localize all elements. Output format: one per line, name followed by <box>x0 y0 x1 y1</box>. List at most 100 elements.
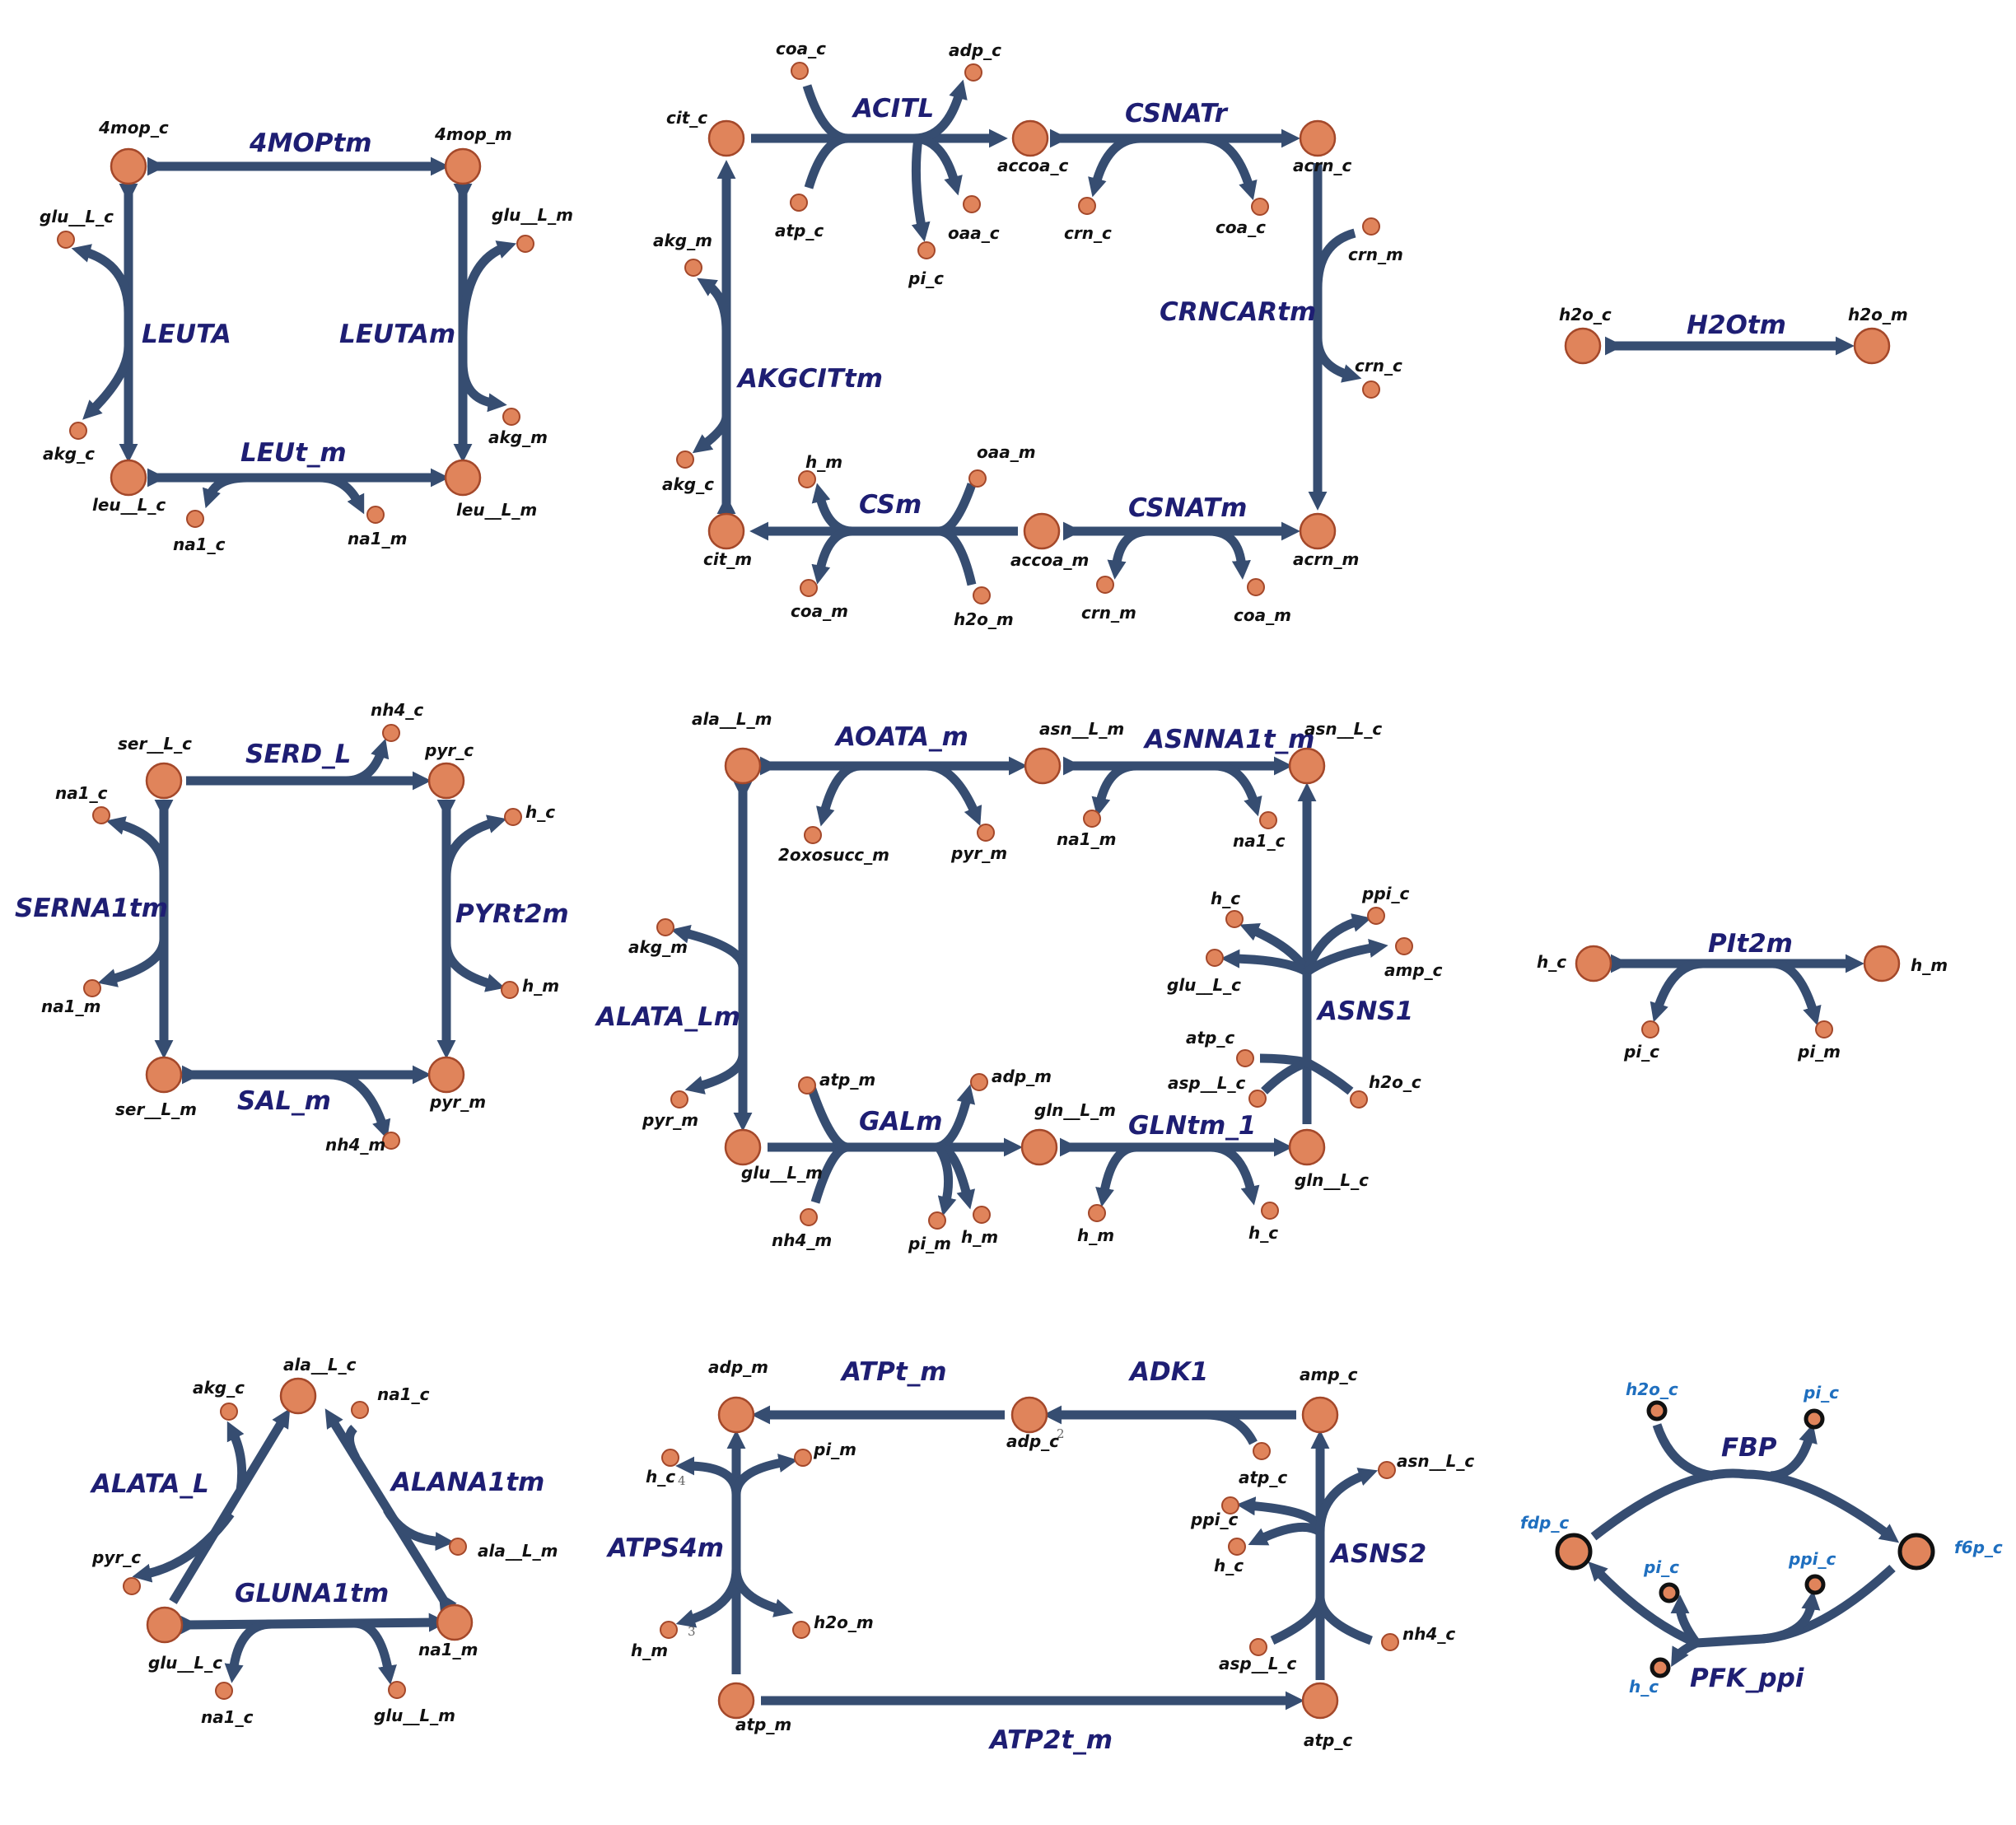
node-crn-c-1[interactable] <box>1078 197 1096 215</box>
node-glu-l-c-1[interactable] <box>57 231 75 249</box>
node-asn-l-c-1[interactable] <box>1288 747 1326 785</box>
node-ala-l-m-2[interactable] <box>449 1538 467 1556</box>
node-h-c-7[interactable] <box>1650 1657 1671 1678</box>
node-pyr-c[interactable] <box>427 762 465 800</box>
node-h2o-m-2[interactable] <box>1853 327 1891 365</box>
node-ser-l-c[interactable] <box>145 762 183 800</box>
node-atp-c-2[interactable] <box>1236 1049 1254 1067</box>
reaction-path-gluna1tm[interactable] <box>180 1613 448 1635</box>
node-h2o-m-3[interactable] <box>792 1621 810 1639</box>
node-pi-c-1[interactable] <box>917 241 936 259</box>
node-glu-l-c-2[interactable] <box>1206 949 1224 967</box>
node-adp-c-2[interactable] <box>1010 1396 1048 1434</box>
node-atp-c-3[interactable] <box>1253 1442 1271 1460</box>
node-h-c-1[interactable] <box>504 808 522 826</box>
node-amp-c-1[interactable] <box>1395 937 1413 955</box>
node-atp-m-2[interactable] <box>717 1682 755 1720</box>
node-glu-l-c-3[interactable] <box>146 1606 184 1644</box>
node-pyr-c-2[interactable] <box>123 1577 141 1595</box>
node-ser-l-m[interactable] <box>145 1056 183 1094</box>
node-nh4-c-2[interactable] <box>1381 1633 1399 1651</box>
node-glu-l-m-1[interactable] <box>516 235 534 253</box>
node-akg-c-3[interactable] <box>220 1403 238 1421</box>
node-h-c-6[interactable] <box>1228 1538 1246 1556</box>
node-adp-m-2[interactable] <box>717 1396 755 1434</box>
node-gln-l-c[interactable] <box>1288 1128 1326 1166</box>
node-akg-m-1[interactable] <box>502 408 520 426</box>
node-atp-c-4[interactable] <box>1301 1682 1339 1720</box>
node-crn-m-2[interactable] <box>1096 576 1114 594</box>
node-leu-l-m[interactable] <box>444 459 482 497</box>
node-nh4-m-2[interactable] <box>800 1208 818 1226</box>
node-4mop-m[interactable] <box>444 147 482 185</box>
node-adp-c-1[interactable] <box>964 63 982 82</box>
node-h-m-4[interactable] <box>1088 1204 1106 1222</box>
node-na1-m-3[interactable] <box>1083 810 1101 828</box>
node-atp-m-1[interactable] <box>798 1076 816 1095</box>
node-ppi-c-1[interactable] <box>1367 907 1385 925</box>
node-na1-m-2[interactable] <box>83 979 101 997</box>
node-cit-m[interactable] <box>707 512 745 550</box>
node-oaa-m[interactable] <box>968 469 987 488</box>
node-pyr-m-2[interactable] <box>977 824 995 842</box>
node-adp-m-1[interactable] <box>970 1073 988 1091</box>
node-h2o-c-1[interactable] <box>1564 327 1602 365</box>
node-ppi-c-3[interactable] <box>1804 1574 1826 1595</box>
node-akg-c-2[interactable] <box>676 450 694 469</box>
node-nh4-m-1[interactable] <box>382 1132 400 1150</box>
node-pyr-m-1[interactable] <box>427 1056 465 1094</box>
node-coa-c-2[interactable] <box>1251 198 1269 216</box>
node-asn-l-m[interactable] <box>1024 747 1062 785</box>
reaction-path-alata-l[interactable] <box>169 1408 291 1604</box>
node-h2o-c-3[interactable] <box>1646 1400 1668 1421</box>
node-h-c-3[interactable] <box>1261 1202 1279 1220</box>
node-h2o-m-1[interactable] <box>973 586 991 604</box>
node-atp-c-1[interactable] <box>790 194 808 212</box>
node-2oxosucc-m[interactable] <box>804 826 822 844</box>
node-ppi-c-2[interactable] <box>1221 1496 1239 1515</box>
node-h-m-5[interactable] <box>1863 945 1901 983</box>
node-coa-m-2[interactable] <box>1247 578 1265 596</box>
node-asp-l-c-2[interactable] <box>1249 1638 1267 1656</box>
node-gln-l-m[interactable] <box>1020 1128 1058 1166</box>
node-asn-l-c-2[interactable] <box>1378 1461 1396 1479</box>
node-leu-l-c[interactable] <box>110 459 147 497</box>
node-pi-c-3[interactable] <box>1804 1408 1825 1430</box>
node-h-m-3[interactable] <box>973 1206 991 1224</box>
node-akg-c-1[interactable] <box>69 422 87 440</box>
node-coa-m-1[interactable] <box>800 579 818 597</box>
node-pyr-m-3[interactable] <box>670 1090 688 1109</box>
node-accoa-c[interactable] <box>1011 119 1049 157</box>
node-ala-l-c[interactable] <box>279 1377 317 1415</box>
node-asp-l-c-1[interactable] <box>1248 1090 1267 1108</box>
node-akg-m-2[interactable] <box>684 259 702 277</box>
node-fdp-c[interactable] <box>1555 1533 1593 1571</box>
node-oaa-c[interactable] <box>963 195 981 213</box>
node-h2o-c-2[interactable] <box>1350 1090 1368 1109</box>
node-crn-c-2[interactable] <box>1362 380 1380 399</box>
node-cit-c[interactable] <box>707 119 745 157</box>
node-h-c-2[interactable] <box>1225 910 1244 928</box>
node-akg-m-3[interactable] <box>656 918 674 936</box>
node-pi-c-4[interactable] <box>1659 1582 1680 1603</box>
node-h-c-5[interactable] <box>661 1449 679 1467</box>
node-acrn-m[interactable] <box>1299 512 1337 550</box>
node-na1-m-4[interactable] <box>436 1603 474 1641</box>
node-h-m-2[interactable] <box>501 981 519 999</box>
node-na1-m-1[interactable] <box>366 506 385 524</box>
node-nh4-c-1[interactable] <box>382 724 400 742</box>
node-pi-m-2[interactable] <box>1815 1020 1833 1039</box>
node-na1-c-4[interactable] <box>351 1401 369 1419</box>
node-amp-c-2[interactable] <box>1301 1396 1339 1434</box>
node-glu-l-m-3[interactable] <box>388 1681 406 1699</box>
node-pi-m-1[interactable] <box>928 1211 946 1230</box>
node-accoa-m[interactable] <box>1023 512 1061 550</box>
node-h-c-4[interactable] <box>1575 945 1612 983</box>
node-ala-l-m-1[interactable] <box>724 747 762 785</box>
reaction-path-fbp[interactable] <box>1590 1468 1900 1543</box>
node-glu-l-m-2[interactable] <box>724 1128 762 1166</box>
node-4mop-c[interactable] <box>110 147 147 185</box>
node-f6p-c[interactable] <box>1897 1533 1935 1571</box>
reaction-path-pfk-ppi[interactable] <box>1588 1561 1896 1648</box>
node-na1-c-3[interactable] <box>1259 811 1277 829</box>
